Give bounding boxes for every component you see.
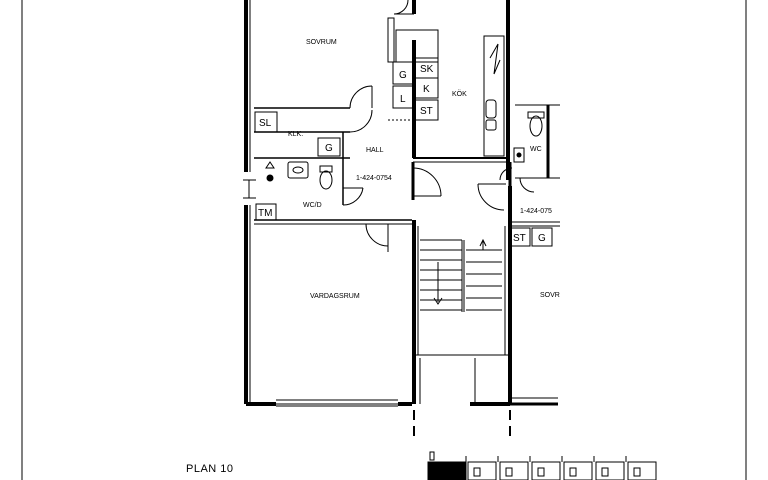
room-label-wc: WC [530, 146, 542, 153]
fixture-label-tm: TM [258, 208, 272, 219]
fixture-label-g-klk: G [325, 143, 333, 154]
kitchen-fixture-stack [387, 17, 505, 157]
room-label-sovr: SOVR [540, 292, 560, 299]
room-label-wc-d: WC/D [303, 202, 322, 209]
room-label-hall: HALL [366, 147, 384, 154]
apartment-code-neighbor: 1-424-075 [520, 208, 552, 215]
fixture-label-l: L [400, 94, 406, 105]
stair [420, 238, 502, 312]
fixture-label-sk: SK [420, 64, 434, 75]
fixture-label-st-neighbor: ST [513, 233, 526, 244]
room-label-klk: KLK. [288, 131, 303, 138]
fixture-label-g-kitchen: G [399, 70, 407, 81]
plan-title: PLAN 10 [186, 463, 234, 475]
room-label-kok: KÖK [452, 90, 467, 98]
key-plan [427, 451, 657, 480]
fixture-label-g-neighbor: G [538, 233, 546, 244]
fixture-label-st: ST [420, 106, 433, 117]
apartment-code-main: 1-424-0754 [356, 175, 392, 182]
bath-fixtures [254, 111, 553, 247]
fixture-label-k: K [423, 84, 430, 95]
room-label-sovrum: SOVRUM [306, 39, 337, 46]
room-label-vardagsrum: VARDAGSRUM [310, 293, 360, 300]
section-markers [413, 410, 511, 436]
fixture-label-sl: SL [259, 118, 272, 129]
doors [342, 0, 535, 252]
walls [243, 0, 560, 407]
